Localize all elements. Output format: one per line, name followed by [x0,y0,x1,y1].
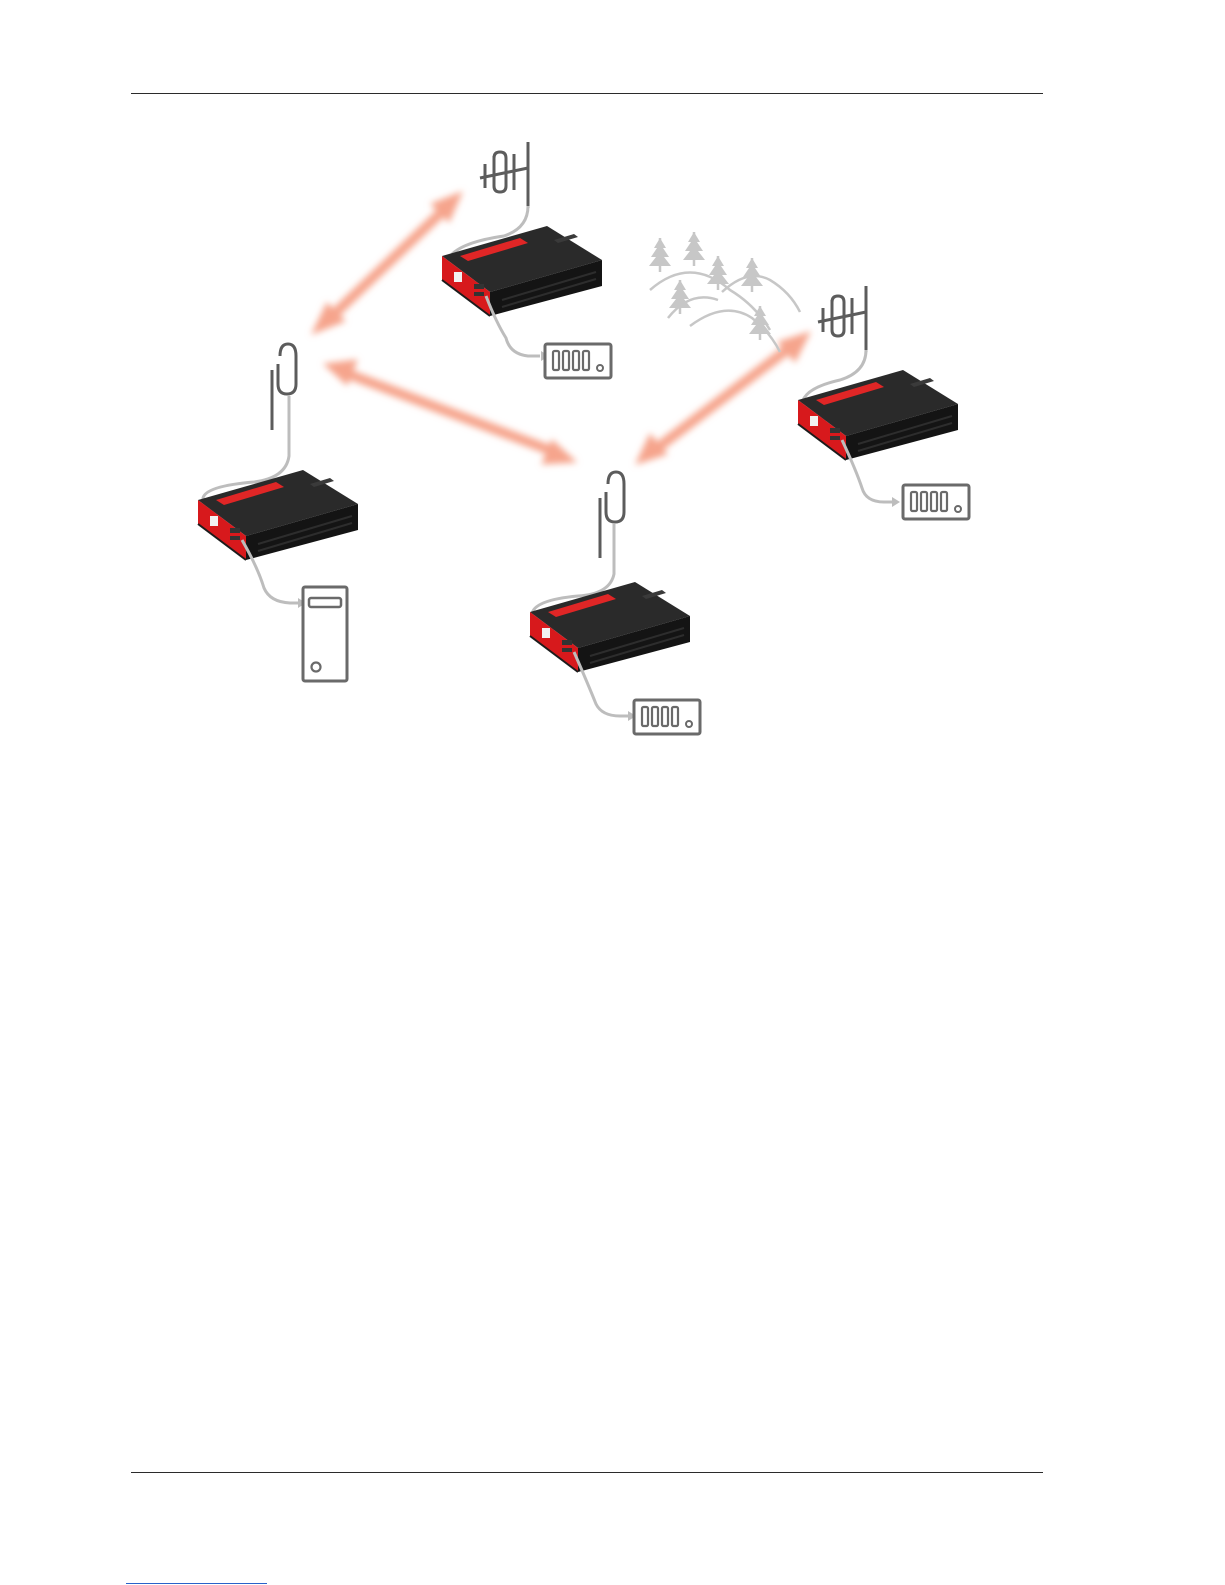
node-left [198,344,358,681]
yagi-antenna-icon [818,286,866,352]
link-arrows [312,192,810,464]
radio-modem-icon [798,370,958,460]
yagi-antenna-icon [480,142,528,208]
whip-antenna-icon [600,472,624,558]
link-arrow-left-top [312,192,462,334]
footer-link-underline[interactable] [126,1583,267,1584]
link-arrow-middle-right [636,332,810,464]
node-top [442,142,611,378]
node-middle [530,472,700,734]
forested-hills-icon [649,232,800,352]
radio-modem-icon [530,582,690,672]
server-computer-icon [303,587,347,681]
radio-modem-icon [442,226,602,316]
whip-antenna-icon [272,344,296,430]
radio-modem-icon [198,470,358,560]
rtu-device-icon [545,344,611,378]
rtu-device-icon [634,700,700,734]
node-right [798,286,969,519]
rtu-device-icon [903,485,969,519]
link-arrow-left-middle [324,360,576,464]
footer-rule [131,1472,1043,1473]
